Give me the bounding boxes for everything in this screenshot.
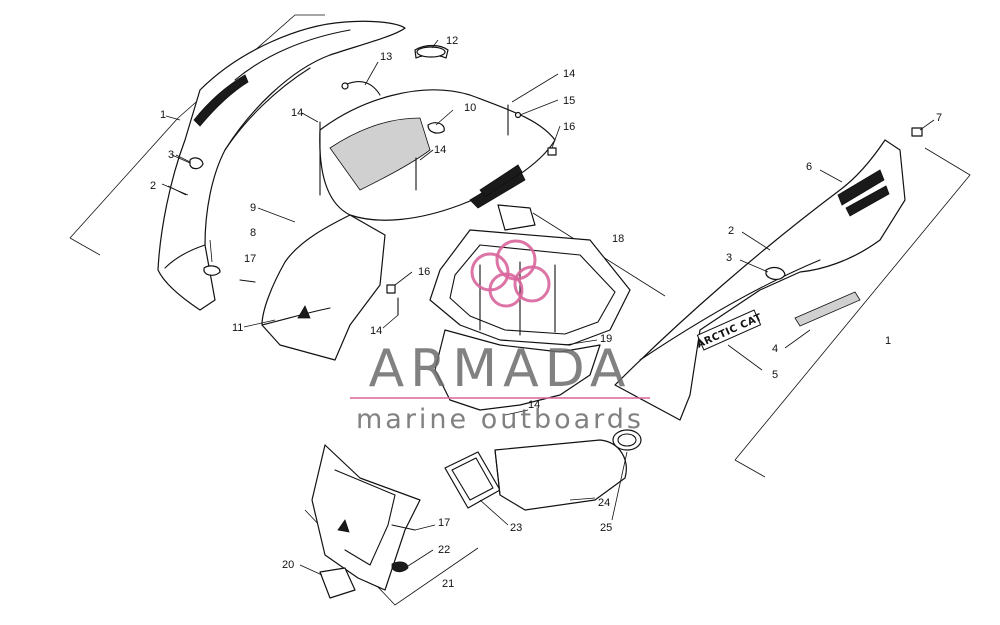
callout-18: 18	[612, 233, 624, 245]
callout-15: 15	[563, 95, 575, 107]
callout-12: 12	[446, 35, 458, 47]
callout-14: 14	[291, 107, 303, 119]
callout-labels: 1 2 3 8 9 17 11 13 12 14 10 14 14 15 16 …	[150, 35, 942, 590]
callout-13: 13	[380, 51, 392, 63]
callout-16: 16	[418, 266, 430, 278]
callout-7: 7	[936, 112, 942, 124]
watermark-name: ARMADA	[369, 339, 632, 399]
callout-24: 24	[598, 497, 610, 509]
callout-5: 5	[772, 369, 778, 381]
callout-25: 25	[600, 522, 612, 534]
callout-21: 21	[442, 578, 454, 590]
front-lower-assembly	[304, 444, 479, 606]
callout-2: 2	[150, 180, 156, 192]
callout-20: 20	[282, 559, 294, 571]
callout-10: 10	[464, 102, 476, 114]
left-side-panel	[69, 14, 406, 311]
right-side-panel: ARCTIC CAT	[614, 127, 971, 478]
callout-14: 14	[528, 399, 540, 411]
armada-watermark: ARMADA marine outboards	[350, 239, 650, 435]
callout-14: 14	[370, 325, 382, 337]
callout-16: 16	[563, 121, 575, 133]
callout-6: 6	[806, 161, 812, 173]
callout-4: 4	[772, 343, 778, 355]
center-hood-assembly	[239, 44, 557, 361]
callout-19: 19	[600, 333, 612, 345]
callout-1: 1	[885, 335, 891, 347]
leader-lines	[161, 39, 935, 576]
watermark-tagline: marine outboards	[356, 404, 644, 435]
callout-17: 17	[438, 517, 450, 529]
callout-22: 22	[438, 544, 450, 556]
callout-11: 11	[232, 322, 243, 334]
callout-9: 9	[250, 202, 256, 214]
callout-1: 1	[160, 109, 166, 121]
armada-logo-icon	[470, 239, 551, 308]
callout-8: 8	[250, 227, 256, 239]
callout-23: 23	[510, 522, 522, 534]
callout-14: 14	[563, 68, 575, 80]
callout-3: 3	[726, 252, 732, 264]
intake-duct-assembly	[444, 429, 642, 511]
callout-2: 2	[728, 225, 734, 237]
callout-14: 14	[434, 144, 446, 156]
callout-3: 3	[168, 149, 174, 161]
callout-17: 17	[244, 253, 256, 265]
